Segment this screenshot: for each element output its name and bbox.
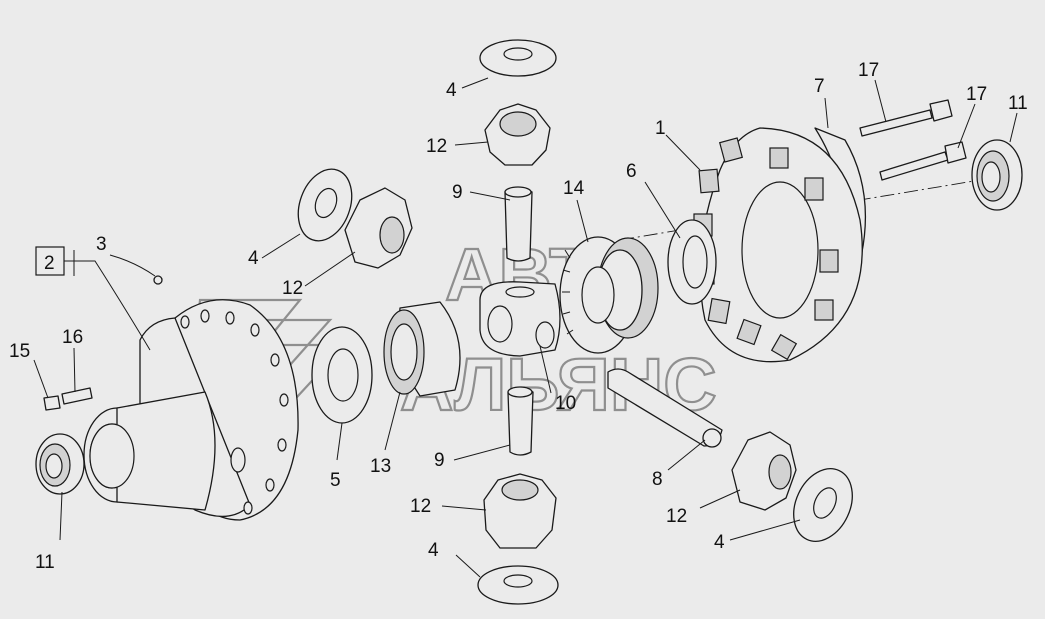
callout-14: 14 — [563, 178, 585, 199]
leader-lines — [33, 77, 1018, 578]
callouts: 1 2 3 4 4 4 4 5 6 7 8 9 9 10 11 11 12 12… — [9, 60, 1028, 573]
side-gear-13 — [383, 301, 461, 397]
callout-11-left: 11 — [35, 552, 55, 573]
washer-4-left — [297, 168, 353, 242]
thrust-washer-6 — [667, 219, 717, 305]
pin-16 — [61, 387, 93, 405]
callout-17-upper: 17 — [858, 60, 879, 81]
callout-4-right: 4 — [714, 532, 725, 553]
bolt-upper — [859, 99, 953, 137]
ball-3 — [153, 275, 163, 285]
callout-8: 8 — [652, 469, 663, 490]
callout-2: 2 — [44, 253, 55, 274]
case-half-bore — [741, 181, 819, 319]
plug-15 — [43, 395, 61, 411]
spider-block-10 — [479, 281, 561, 357]
washer-4-top — [479, 39, 557, 77]
callout-9-lower: 9 — [434, 450, 445, 471]
housing-bolt-holes — [180, 309, 289, 515]
callout-6: 6 — [626, 161, 637, 182]
callout-10: 10 — [555, 393, 576, 414]
callout-13: 13 — [370, 456, 391, 477]
washer-4-bottom — [477, 565, 559, 605]
callout-16: 16 — [62, 327, 83, 348]
callout-12-right: 12 — [666, 506, 687, 527]
pinion-12-left — [344, 187, 413, 269]
bolt-lower — [879, 141, 967, 181]
callout-11-right: 11 — [1008, 93, 1028, 114]
pinion-12-right — [731, 431, 797, 511]
side-gear-14 — [559, 236, 659, 354]
pinion-12-top — [484, 103, 551, 166]
callout-12-bottom: 12 — [410, 496, 431, 517]
callout-12-top: 12 — [426, 136, 447, 157]
washer-5 — [311, 326, 373, 424]
callout-4-bottom: 4 — [428, 540, 439, 561]
callout-12-left: 12 — [282, 278, 303, 299]
part-2-label-box — [35, 246, 65, 276]
callout-17-lower: 17 — [966, 84, 987, 105]
callout-9-upper: 9 — [452, 182, 463, 203]
pin-lower — [507, 386, 534, 456]
callout-4-left: 4 — [248, 248, 259, 269]
case-half-right — [693, 127, 867, 363]
callout-3: 3 — [96, 234, 107, 255]
bearing-right — [971, 139, 1023, 211]
callout-7: 7 — [814, 76, 825, 97]
washer-4-right — [793, 468, 853, 542]
callout-1: 1 — [655, 118, 666, 139]
pin-upper — [504, 186, 533, 262]
shaft-8 — [607, 368, 723, 448]
callout-5: 5 — [330, 470, 341, 491]
housing-2 — [83, 299, 299, 521]
pinion-12-bottom — [483, 473, 557, 549]
callout-4-top: 4 — [446, 80, 457, 101]
callout-15: 15 — [9, 341, 30, 362]
bearing-left — [35, 433, 85, 495]
